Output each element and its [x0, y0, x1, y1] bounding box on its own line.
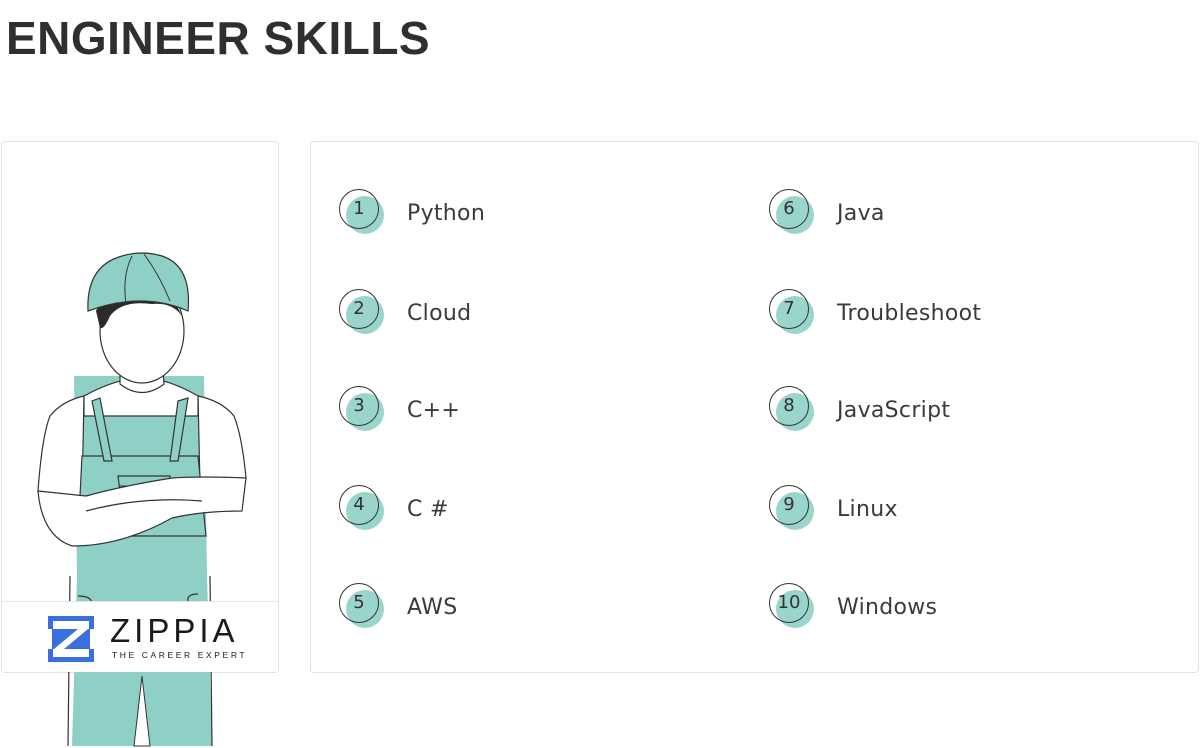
skill-item: 5 AWS	[339, 582, 457, 632]
number-badge: 5	[339, 583, 387, 631]
skills-card: 1 Python 2 Cloud 3 C++ 4 C # 5 AWS 6 Jav…	[310, 141, 1199, 673]
skill-label: Java	[837, 200, 885, 226]
brand-footer: ZIPPIA THE CAREER EXPERT	[2, 601, 278, 672]
number-badge: 3	[339, 386, 387, 434]
skill-label: C #	[407, 496, 449, 522]
skill-item: 4 C #	[339, 484, 449, 534]
skill-item: 3 C++	[339, 385, 460, 435]
skill-label: AWS	[407, 594, 458, 620]
skill-item: 9 Linux	[769, 484, 898, 534]
skill-item: 6 Java	[769, 188, 885, 238]
number-badge: 8	[769, 386, 817, 434]
skill-label: Windows	[837, 594, 938, 620]
number-badge: 6	[769, 189, 817, 237]
skill-item: 1 Python	[339, 188, 485, 238]
brand-tagline: THE CAREER EXPERT	[112, 650, 248, 660]
number-badge: 7	[769, 289, 817, 337]
zippia-z-logo-icon	[48, 616, 94, 662]
number-badge: 10	[769, 583, 817, 631]
skill-label: Troubleshoot	[837, 300, 982, 326]
skill-item: 10 Windows	[769, 582, 937, 632]
skill-label: Python	[407, 200, 486, 226]
skill-label: Linux	[837, 496, 898, 522]
number-badge: 1	[339, 189, 387, 237]
number-badge: 4	[339, 485, 387, 533]
illustration-card: ZIPPIA THE CAREER EXPERT	[1, 141, 279, 747]
skill-item: 8 JavaScript	[769, 385, 950, 435]
skill-label: C++	[407, 397, 461, 423]
skill-label: Cloud	[407, 300, 472, 326]
skill-label: JavaScript	[837, 397, 951, 423]
brand-name: ZIPPIA	[110, 612, 239, 649]
number-badge: 2	[339, 289, 387, 337]
number-badge: 9	[769, 485, 817, 533]
skill-item: 7 Troubleshoot	[769, 288, 981, 338]
skill-item: 2 Cloud	[339, 288, 471, 338]
page-title: ENGINEER SKILLS	[6, 12, 431, 64]
